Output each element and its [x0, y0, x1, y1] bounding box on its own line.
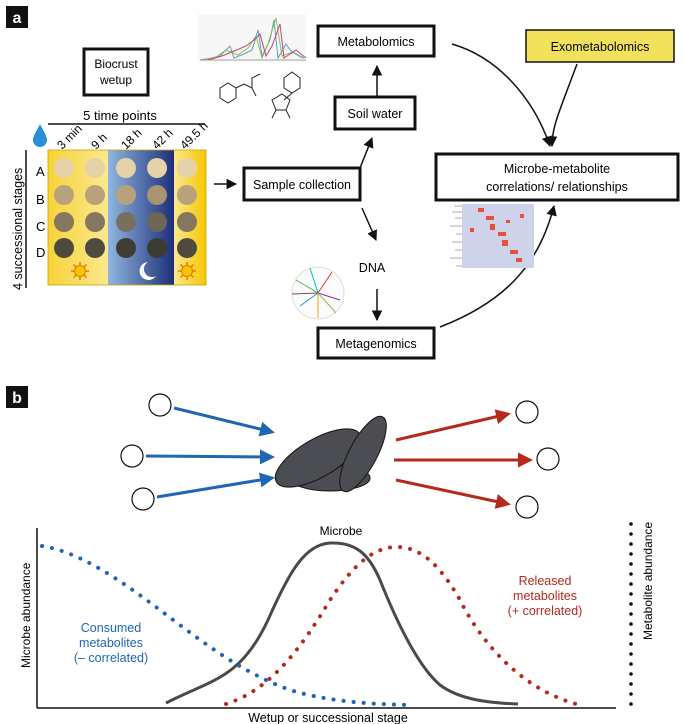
- svg-text:(– correlated): (– correlated): [74, 651, 148, 665]
- consumed-label: Consumed metabolites (– correlated): [74, 621, 148, 665]
- metabolite-circle: [148, 393, 172, 417]
- svg-text:Soil water: Soil water: [348, 107, 403, 121]
- metabolomics-box: Metabolomics: [316, 24, 436, 58]
- svg-text:Sample collection: Sample collection: [253, 178, 351, 192]
- svg-text:b: b: [12, 390, 22, 407]
- heatmap-icon: [450, 204, 534, 268]
- consumed-metabolites-curve: [40, 544, 412, 707]
- microbe-cells-icon: [274, 415, 387, 493]
- sample-collection-box: Sample collection: [242, 166, 362, 202]
- microbe-curve-label: Microbe: [320, 524, 363, 538]
- time-point-label: 9 h: [88, 130, 110, 152]
- microbe-abundance-curve: [165, 541, 519, 706]
- time-point-label: 3 min: [54, 121, 85, 152]
- time-point-label: 42 h: [149, 126, 175, 152]
- molecule-structures-icon: [219, 71, 301, 119]
- metabolite-circle: [120, 444, 144, 468]
- svg-text:a: a: [13, 10, 22, 27]
- mass-spectra-thumbnail: [198, 14, 307, 62]
- y-axis-right-label: Metabolite abundance: [641, 522, 655, 640]
- svg-text:Metagenomics: Metagenomics: [335, 337, 416, 351]
- metabolite-circle: [515, 495, 539, 519]
- svg-text:Microbe-metabolite: Microbe-metabolite: [504, 162, 610, 176]
- svg-text:Exometabolomics: Exometabolomics: [551, 40, 650, 54]
- svg-text:Released: Released: [519, 574, 572, 588]
- metabolite-circle: [515, 400, 539, 424]
- water-drop-icon: [33, 124, 47, 147]
- metabolite-circle: [131, 487, 155, 511]
- correlations-box: Microbe-metabolite correlations/ relatio…: [434, 152, 680, 202]
- svg-text:metabolites: metabolites: [513, 589, 577, 603]
- metagenomics-box: Metagenomics: [316, 326, 436, 360]
- stage-letters: A B C D: [36, 164, 45, 260]
- plot-axes: [36, 528, 616, 709]
- time-point-label: 18 h: [118, 126, 144, 152]
- dna-label: DNA: [359, 261, 386, 275]
- stage-letter: B: [36, 192, 45, 207]
- sun-icon: [71, 262, 89, 280]
- svg-text:Metabolomics: Metabolomics: [337, 35, 414, 49]
- stage-letter: A: [36, 164, 45, 179]
- panel-a-flow-arrows: [359, 43, 578, 328]
- svg-text:Consumed: Consumed: [81, 621, 141, 635]
- stage-letter: C: [36, 219, 45, 234]
- stages-axis-label: 4 successional stages: [11, 168, 25, 290]
- time-points-header: 5 time points: [83, 108, 157, 123]
- svg-text:(+ correlated): (+ correlated): [508, 604, 583, 618]
- y-axis-left-label: Microbe abundance: [19, 562, 33, 668]
- consumed-metabolite-circles: [120, 393, 172, 511]
- x-axis-label: Wetup or successional stage: [248, 711, 408, 724]
- released-arrows: [394, 409, 533, 509]
- moon-icon: [139, 262, 156, 280]
- sample-wells: [54, 158, 197, 258]
- panel-b-label: b: [6, 386, 28, 408]
- biocrust-label-line2: wetup: [99, 73, 132, 87]
- soil-water-box: Soil water: [333, 95, 417, 131]
- consumed-arrows: [145, 406, 275, 499]
- exometabolomics-box: Exometabolomics: [525, 29, 675, 63]
- panel-a-label: a: [6, 6, 28, 28]
- metabolite-axis-dots: [629, 522, 633, 706]
- stage-letter: D: [36, 245, 45, 260]
- svg-text:metabolites: metabolites: [79, 636, 143, 650]
- sun-icon: [178, 262, 196, 280]
- svg-text:correlations/ relationships: correlations/ relationships: [486, 180, 628, 194]
- biocrust-label-line1: Biocrust: [94, 57, 138, 71]
- biocrust-wetup-box: Biocrust wetup: [82, 47, 150, 97]
- released-metabolite-circles: [515, 400, 560, 519]
- metabolite-circle: [536, 447, 560, 471]
- released-metabolites-curve: [224, 544, 582, 707]
- phylogenetic-tree-icon: [291, 266, 345, 320]
- released-label: Released metabolites (+ correlated): [508, 574, 583, 618]
